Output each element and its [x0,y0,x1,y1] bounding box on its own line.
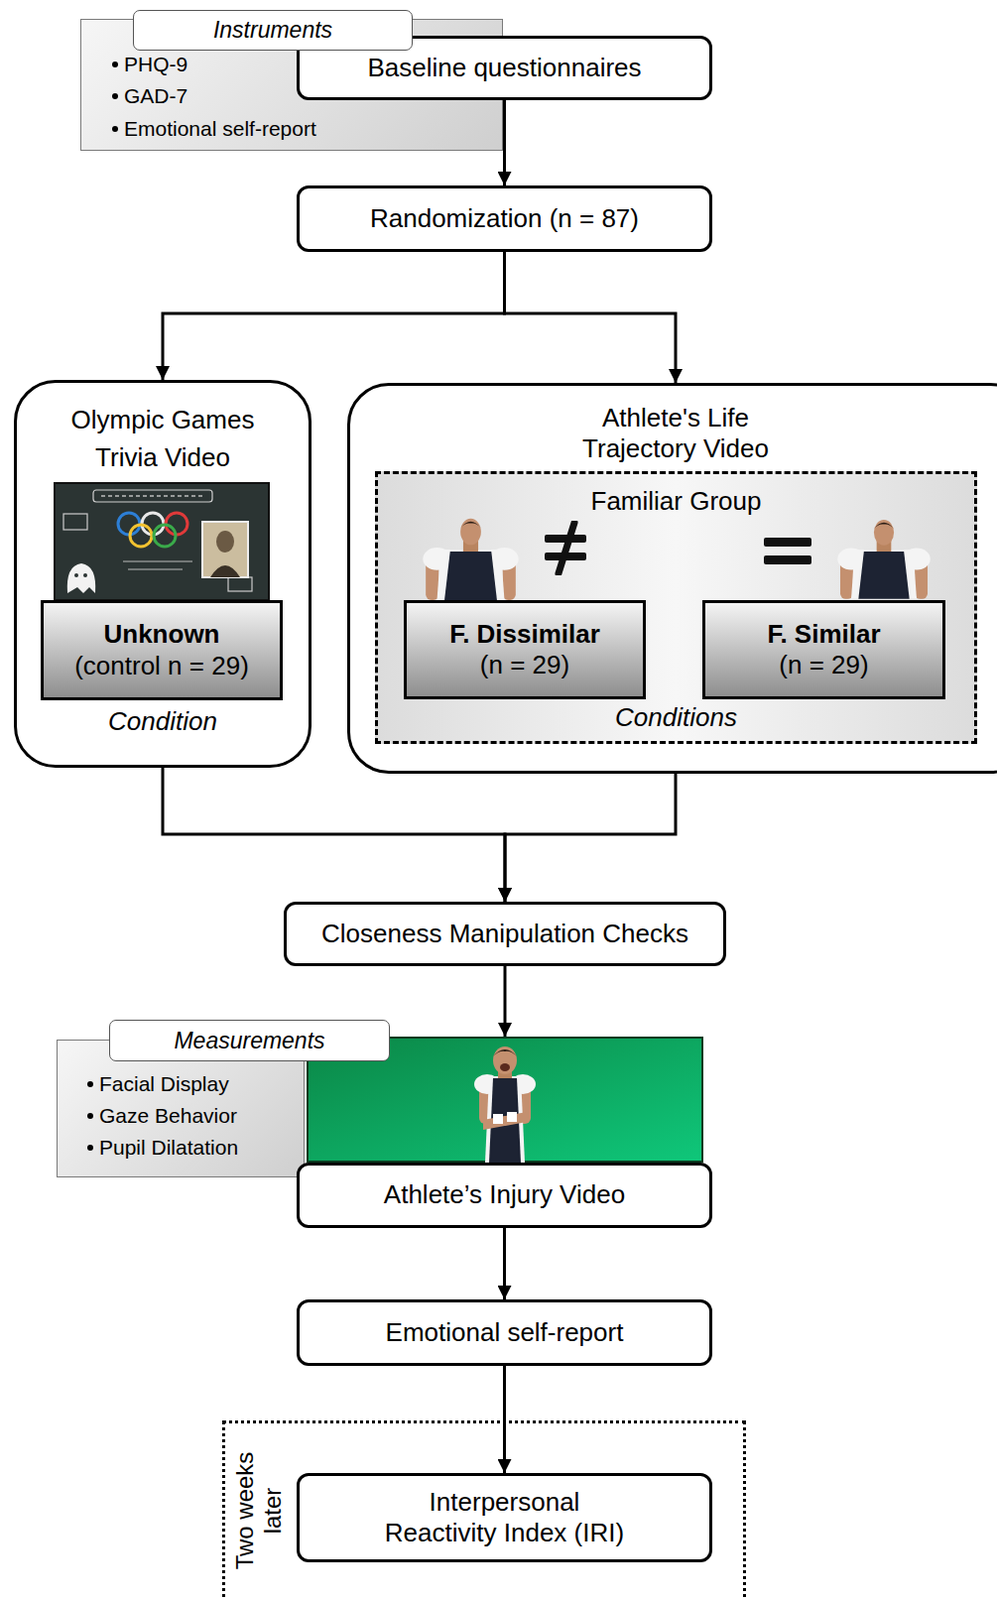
instrument-panel: MeasurementsFacial DisplayGaze BehaviorP… [56,1039,305,1178]
bullet-dot [112,93,119,100]
connector [504,773,676,902]
athlete-picture [410,515,531,601]
box-label: Interpersonal Reactivity Index (IRI) [376,1487,633,1549]
video-label-box: Athlete’s Injury Video [296,1162,713,1229]
process-box: Closeness Manipulation Checks [283,901,727,967]
panel-tab: Instruments [132,9,413,51]
rotated-note: Two weeks later [231,1441,287,1581]
condition-label: F. Similar [766,619,880,650]
bullet-item: Pupil Dilatation [99,1134,239,1161]
connector [503,966,507,1037]
bullet-item: Gaze Behavior [99,1103,238,1129]
panel-title: Instruments [213,16,333,44]
panel-tab: Measurements [109,1019,390,1062]
equal-symbol [761,533,814,569]
connector [162,251,505,380]
box-label: Athlete’s Injury Video [383,1179,625,1211]
bullet-item: PHQ-9 [124,51,188,78]
follow-up-region: Two weeks later Interpersonal Reactivity … [222,1420,747,1600]
condition-label: F. Dissimilar [449,619,601,650]
chalkboard-picture [53,482,270,602]
bullet-item: GAD-7 [124,83,188,110]
connector [502,1366,506,1474]
bullet-dot [87,1081,94,1088]
connector [502,100,506,186]
condition-label: (n = 29) [778,649,869,681]
condition-label: Unknown [104,619,221,650]
bullet-row: Pupil Dilatation [87,1134,239,1161]
bullet-row: PHQ-9 [112,51,188,78]
container-title: Olympic Games Trivia Video [43,400,282,477]
condition-label: (control n = 29) [74,650,250,682]
panel-title: Measurements [173,1027,325,1055]
condition-container: Olympic Games Trivia VideoCondition Unkno… [13,379,312,768]
not-equal-symbol [540,520,591,576]
athlete-picture [829,515,939,601]
condition-box: Unknown(control n = 29) [40,600,283,701]
group-title: Familiar Group [377,486,975,516]
condition-label: (n = 29) [480,649,570,681]
group-box: Familiar GroupConditionsF. Dissimilar(n … [374,471,978,745]
bullet-dot [87,1113,94,1120]
connector [162,767,505,902]
bullet-row: Emotional self-report [112,116,317,142]
bullet-item: Facial Display [99,1071,230,1098]
bullet-item: Emotional self-report [124,116,317,142]
process-box: Randomization (n = 87) [296,185,713,252]
condition-container: Athlete's Life Trajectory Video Familiar… [347,382,997,774]
group-caption: Conditions [377,702,975,733]
box-label: Baseline questionnaires [367,52,641,84]
container-caption: Condition [43,706,282,737]
box-label: Randomization (n = 87) [370,203,639,235]
connector [504,251,677,383]
bullet-dot [112,125,119,132]
connector [502,1228,506,1300]
process-box: Interpersonal Reactivity Index (IRI) [296,1473,713,1563]
box-label: Emotional self-report [385,1317,624,1349]
container-title: Athlete's Life Trajectory Video [556,402,795,465]
bullet-row: Gaze Behavior [87,1103,238,1129]
bullet-dot [112,61,119,68]
bullet-row: Facial Display [87,1071,230,1098]
video-box: Athlete’s Injury Video [296,1036,713,1229]
box-label: Closeness Manipulation Checks [321,918,689,950]
condition-box: F. Similar(n = 29) [702,600,946,700]
bullet-row: GAD-7 [112,83,188,110]
bullet-dot [87,1144,94,1151]
process-box: Emotional self-report [296,1299,713,1367]
condition-box: F. Dissimilar(n = 29) [403,600,646,700]
